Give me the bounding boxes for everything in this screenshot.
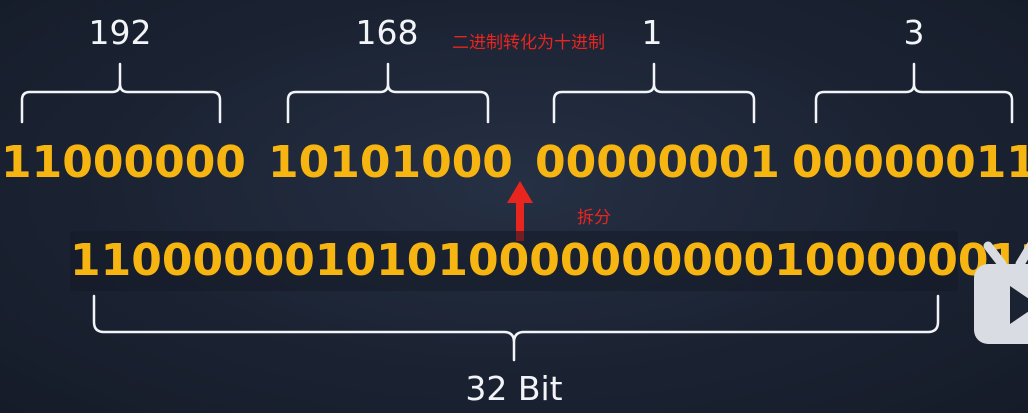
full-binary-string: 11000000101010000000000100000011 (70, 231, 1028, 291)
tv-play-icon (974, 241, 1028, 344)
octet-binary-1: 11000000 (1, 137, 246, 188)
bit-brace (92, 294, 940, 362)
octet-decimal-4: 3 (903, 13, 925, 52)
octet-decimal-3: 1 (641, 13, 663, 52)
octet-binary-3: 00000001 (535, 137, 780, 188)
octet-brace-4 (814, 62, 1014, 124)
octet-brace-2 (286, 62, 490, 124)
octet-brace-3 (552, 62, 756, 124)
octet-binary-2: 10101000 (268, 137, 513, 188)
octet-binary-4: 00000011 (792, 137, 1028, 188)
octet-decimal-2: 168 (355, 13, 419, 52)
split-annotation: 拆分 (577, 208, 611, 228)
convert-annotation: 二进制转化为十进制 (452, 33, 605, 53)
octet-brace-1 (20, 62, 222, 124)
bit-count-label: 32 Bit (465, 369, 563, 408)
arrow-up-icon (507, 181, 533, 241)
octet-decimal-1: 192 (88, 13, 152, 52)
